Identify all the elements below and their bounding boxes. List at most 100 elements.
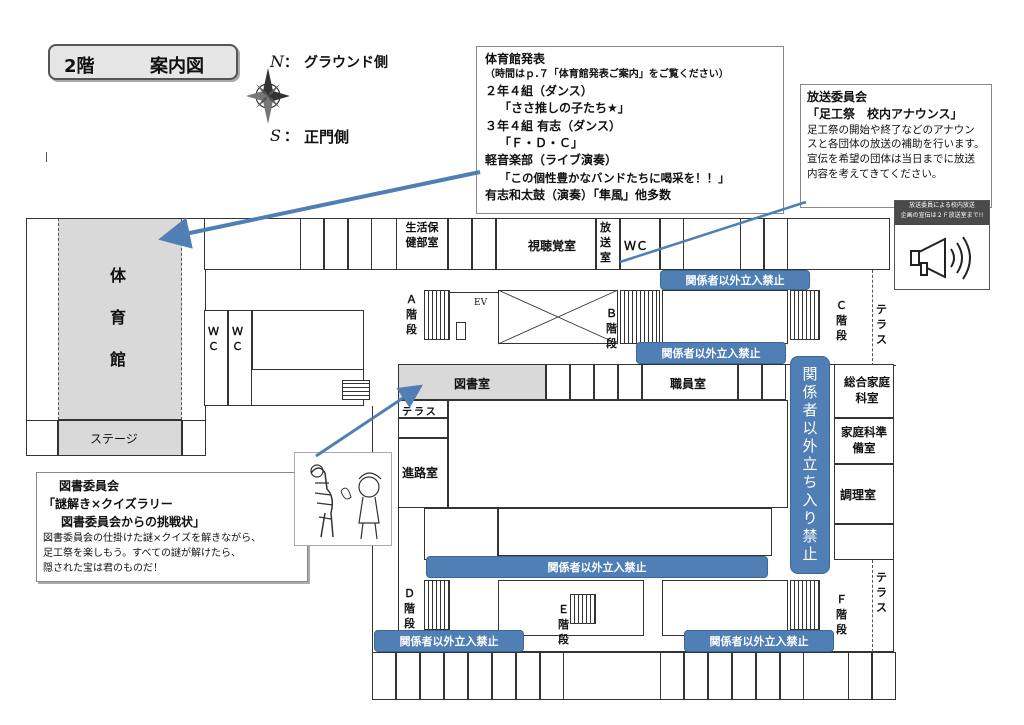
- broadcast-subtitle: 「足工祭 校内アナウンス」: [807, 106, 963, 121]
- broadcast-body2: 宣伝を希望の団体は当日までに放送内容を考えてきてください。: [807, 152, 975, 180]
- void-top-left: [498, 290, 618, 344]
- page-title: 2階 案内図: [48, 44, 238, 80]
- wc-left-2-label: ＷＣ: [232, 325, 243, 353]
- bottom-room: [516, 652, 540, 700]
- library-callout-body: 隠された宝は君のものだ！: [43, 563, 163, 574]
- stage: [58, 420, 182, 456]
- left-col-room: [398, 418, 448, 438]
- gym-callout-line: ２年４組（ダンス）: [485, 83, 593, 98]
- restricted-banner-5: 関係者以外立入禁止: [684, 630, 834, 652]
- bottom-room: [492, 652, 516, 700]
- megaphone-icon: [910, 236, 971, 280]
- stairs-a-label: Ａ階段: [406, 293, 417, 336]
- library-callout: 図書委員会 「謎解き×クイズラリー 図書委員会からの挑戦状」 図書委員会の仕掛け…: [36, 472, 308, 582]
- stairs-e: [570, 594, 596, 624]
- wc-left-1: [204, 310, 228, 406]
- stairs-b-label: Ｂ階段: [606, 307, 617, 350]
- restricted-banner-4: 関係者以外立入禁止: [374, 630, 524, 652]
- row-room: [594, 364, 618, 400]
- stairs-a: [424, 290, 450, 340]
- staff-room-label: 職員室: [670, 377, 707, 391]
- bottom-room: [372, 652, 396, 700]
- library-callout-body: 足工祭を楽しもう。すべての謎が解けたら、: [43, 548, 241, 559]
- quiz-illustration: [294, 452, 392, 546]
- void-lower-mid: [498, 508, 772, 556]
- bottom-room: [444, 652, 468, 700]
- right-col-room: [834, 524, 894, 560]
- stairs-d-label: Ｄ階段: [404, 587, 415, 630]
- cooking-room: [834, 464, 894, 524]
- library-callout-body: 図書委員会の仕掛けた謎×クイズを解きながら、: [43, 533, 262, 544]
- gym-callout-line: 「この個性豊かなバンドたちに喝采を！！」: [499, 170, 730, 185]
- bottom-room: [780, 652, 804, 700]
- top-room: [764, 218, 788, 270]
- stairs-e-label: Ｅ階段: [558, 603, 569, 646]
- career-room-label: 進路室: [402, 466, 439, 480]
- bottom-room: [396, 652, 420, 700]
- ev-label: EV: [474, 298, 488, 308]
- broadcast-room-label: 放送室: [600, 221, 611, 264]
- south-colon: ：: [284, 129, 298, 145]
- title-floor: 2階: [64, 56, 95, 77]
- stairs-f: [790, 580, 820, 630]
- bottom-room: [872, 652, 896, 700]
- divider-tick: [46, 152, 47, 162]
- av-room-label: 視聴覚室: [528, 239, 577, 253]
- gym-hall: [58, 218, 182, 420]
- restricted-banner-vertical: 関係者以外立ち入り禁止: [790, 356, 830, 574]
- bottom-room: [708, 652, 732, 700]
- broadcast-callout: 放送委員会 「足工祭 校内アナウンス」 足工祭の開始や終了などのアナウンスと各団…: [800, 84, 992, 208]
- north-text: グラウンド側: [304, 55, 388, 71]
- gym-callout-line: 「Ｆ・Ｄ・Ｃ」: [499, 136, 584, 151]
- inner-court: [448, 400, 788, 508]
- cooking-label: 調理室: [840, 488, 877, 502]
- corridor-left-box: [252, 310, 364, 370]
- top-room: [324, 218, 348, 270]
- gym-announcement-callout: 体育館発表 （時間はｐ.７「体育館発表ご案内」をご覧ください） ２年４組（ダンス…: [476, 46, 784, 214]
- broadcast-banner: 放送委員による校内放送 企画の宣伝は２Ｆ放送室まで!!: [894, 200, 990, 290]
- terrace-right1-label: テラス: [876, 303, 887, 346]
- south-text: 正門側: [304, 128, 350, 146]
- terrace-right2-label: テラス: [876, 571, 887, 614]
- gym-callout-title: 体育館発表: [485, 52, 546, 66]
- bottom-room: [756, 652, 780, 700]
- stage-label: ステージ: [90, 432, 138, 446]
- library-label: 図書室: [454, 377, 491, 391]
- title-name: 案内図: [150, 56, 204, 77]
- av-room: [496, 218, 596, 270]
- gym-callout-line: 軽音楽部（ライブ演奏）: [485, 153, 618, 168]
- lower-left-col: [424, 508, 498, 560]
- broadcast-title: 放送委員会: [807, 90, 868, 104]
- home-ec-room: [834, 364, 894, 418]
- wc-left-1-label: ＷＣ: [208, 325, 219, 353]
- bottom-room: [848, 652, 872, 700]
- stairs-d: [424, 580, 450, 630]
- home-ec-prep-label: 家庭科準備室: [841, 425, 887, 455]
- home-ec-prep-room: [834, 418, 894, 464]
- broadcast-body: 足工祭の開始や終了などのアナウンスと各団体の放送の補助を行います。: [807, 123, 985, 151]
- top-room: [348, 218, 372, 270]
- row-room: [618, 364, 642, 400]
- gym-label-3: 館: [110, 350, 127, 369]
- stairs-b: [620, 290, 660, 344]
- broadcast-room: [596, 218, 620, 270]
- gym-callout-line: 有志和太鼓（演奏）「隼風」他多数: [485, 187, 672, 202]
- top-room: [472, 218, 496, 270]
- south-label: S: [270, 126, 281, 145]
- top-room: [740, 218, 764, 270]
- library-callout-title: 図書委員会: [59, 479, 120, 493]
- gym-side-left: [26, 420, 58, 456]
- bottom-room: [660, 652, 684, 700]
- terrace-right2-border: [872, 560, 896, 652]
- staff-room: [642, 364, 738, 400]
- bottom-room: [540, 652, 564, 700]
- top-room: [300, 218, 324, 270]
- banner-line2: 企画の宣伝は２Ｆ放送室まで!!: [900, 212, 984, 219]
- bottom-room: [420, 652, 444, 700]
- north-colon: ：: [284, 55, 298, 71]
- library-callout-subtitle2: 図書委員会からの挑戦状」: [61, 515, 206, 529]
- north-label: N: [270, 52, 284, 71]
- bottom-room: [468, 652, 492, 700]
- restricted-banner-1: 関係者以外立入禁止: [660, 270, 810, 290]
- bottom-room: [684, 652, 708, 700]
